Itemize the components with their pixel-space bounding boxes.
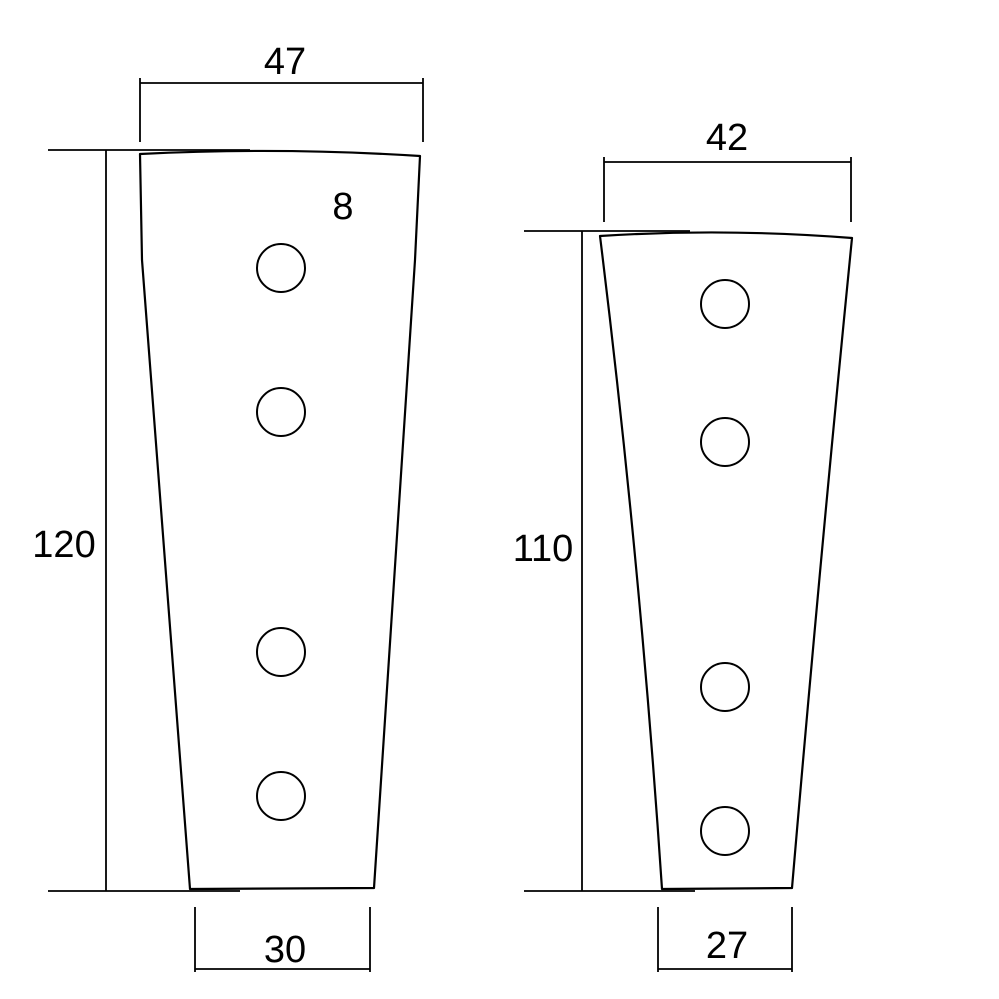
plate-large: 47 120 30 8: [32, 41, 424, 972]
hole: [256, 387, 306, 437]
hole: [256, 771, 306, 821]
dimension-label-bottom-width: 27: [706, 925, 748, 967]
dimension-height: 120: [32, 149, 250, 892]
annotation-note: 8: [332, 186, 353, 228]
hole: [700, 806, 750, 856]
dimension-label-top-width: 42: [706, 117, 748, 159]
hole: [256, 627, 306, 677]
dimension-label-height: 110: [513, 528, 574, 570]
dimension-top-width: 47: [139, 41, 424, 142]
plate-small-outline: [598, 231, 854, 891]
plate-small: 42 110 27: [513, 117, 854, 972]
dimension-label-bottom-width: 30: [264, 929, 306, 971]
dimension-bottom-width: 30: [194, 907, 371, 972]
hole: [700, 662, 750, 712]
dimension-height: 110: [513, 230, 695, 892]
dimension-label-top-width: 47: [264, 41, 306, 83]
hole: [256, 243, 306, 293]
dimension-bottom-width: 27: [657, 907, 793, 972]
plate-large-outline: [138, 149, 422, 891]
dimension-label-height: 120: [32, 524, 95, 566]
hole: [700, 417, 750, 467]
dimension-top-width: 42: [603, 117, 852, 222]
hole: [700, 279, 750, 329]
